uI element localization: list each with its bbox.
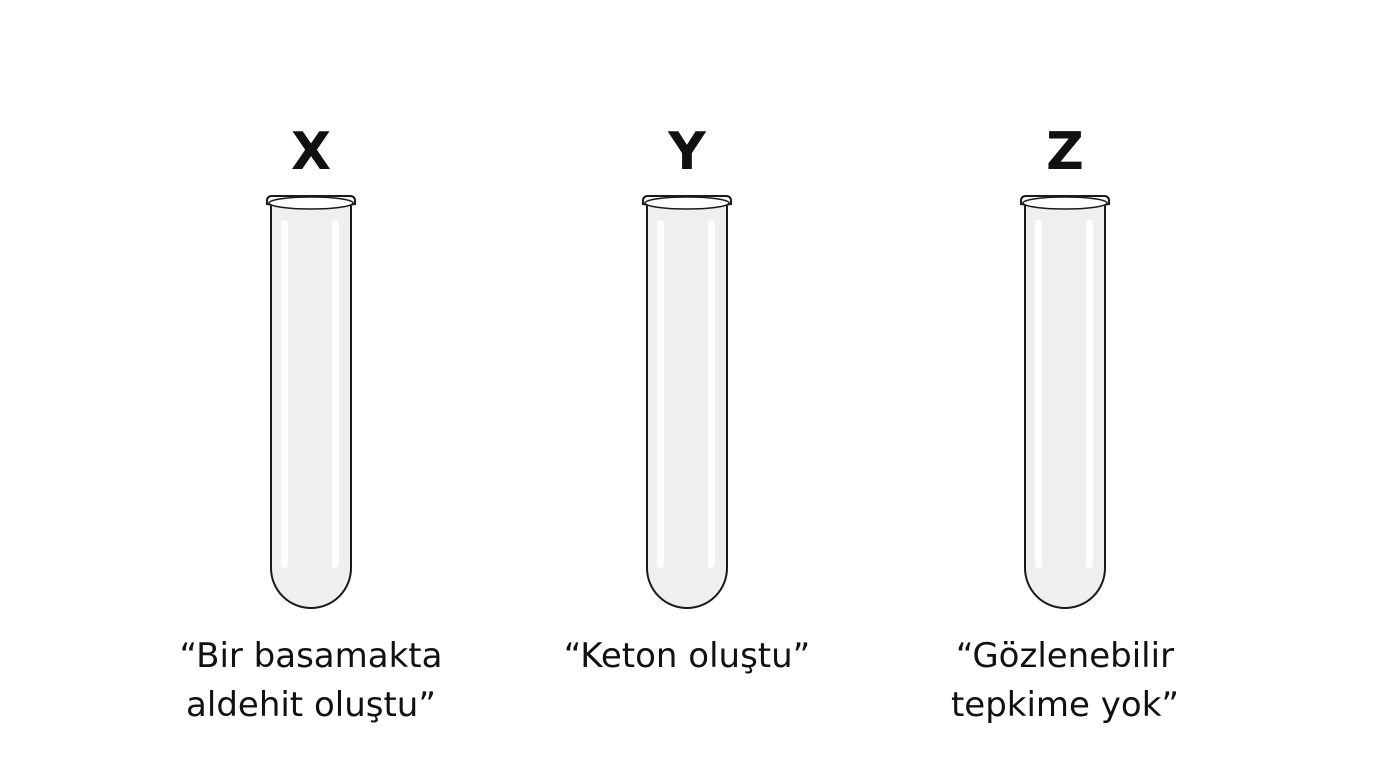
tube-caption-y: “Keton oluştu”: [527, 632, 847, 681]
caption-line: “Bir basamakta: [179, 636, 443, 676]
tube-body: [270, 203, 352, 609]
caption-line: aldehit oluştu”: [186, 685, 436, 725]
tube-highlight-left: [657, 220, 664, 568]
tube-label-y: Y: [668, 122, 706, 182]
test-tube-x: [266, 195, 356, 609]
tube-group-x: X “Bir basamakta aldehit oluştu”: [171, 0, 451, 768]
tube-body: [1024, 203, 1106, 609]
tube-body: [646, 203, 728, 609]
tube-label-z: Z: [1046, 122, 1084, 182]
test-tube-z: [1020, 195, 1110, 609]
tube-highlight-right: [332, 220, 339, 568]
tube-mouth: [1022, 196, 1108, 210]
test-tube-y: [642, 195, 732, 609]
tube-highlight-right: [708, 220, 715, 568]
tube-highlight-left: [1035, 220, 1042, 568]
tube-caption-z: “Gözlenebilir tepkime yok”: [905, 632, 1225, 730]
tube-group-z: Z “Gözlenebilir tepkime yok”: [925, 0, 1205, 768]
tube-caption-x: “Bir basamakta aldehit oluştu”: [151, 632, 471, 730]
tube-mouth: [268, 196, 354, 210]
tube-mouth: [644, 196, 730, 210]
tube-group-y: Y “Keton oluştu”: [547, 0, 827, 768]
tube-highlight-right: [1086, 220, 1093, 568]
caption-line: tepkime yok”: [950, 685, 1180, 725]
caption-line: “Gözlenebilir: [955, 636, 1175, 676]
caption-line: “Keton oluştu”: [563, 636, 811, 676]
tube-label-x: X: [290, 122, 332, 182]
tube-highlight-left: [281, 220, 288, 568]
